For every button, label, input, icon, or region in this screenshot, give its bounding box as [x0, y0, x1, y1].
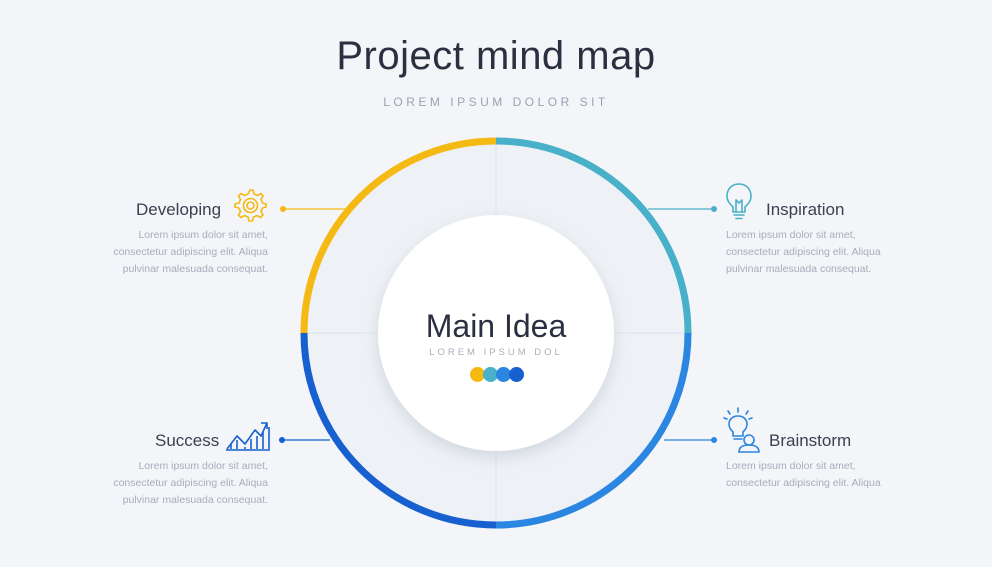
growth-chart-icon — [226, 422, 270, 451]
lightbulb-icon — [726, 183, 752, 220]
center-dot — [509, 367, 524, 382]
center-circle — [378, 215, 614, 451]
center-dot — [483, 367, 498, 382]
ring-segment-success — [300, 332, 497, 529]
node-text-success: Lorem ipsum dolor sit amet, consectetur … — [113, 460, 268, 506]
node-text-brainstorm: Lorem ipsum dolor sit amet, consectetur … — [726, 460, 881, 489]
connector-dot-inspiration — [711, 206, 717, 212]
node-title-brainstorm: Brainstorm — [769, 431, 852, 450]
person-idea-icon — [723, 407, 760, 453]
connector-dot-brainstorm — [711, 437, 717, 443]
center-dot — [496, 367, 511, 382]
center-dots — [470, 367, 526, 382]
node-title-developing: Developing — [136, 200, 222, 219]
page-subtitle: LOREM IPSUM DOLOR SIT — [383, 95, 609, 109]
connector-dot-success — [279, 437, 285, 443]
connector-dot-developing — [280, 206, 286, 212]
center-dot — [470, 367, 485, 382]
node-title-inspiration: Inspiration — [766, 200, 845, 219]
ring-segment-brainstorm — [495, 332, 692, 529]
node-title-success: Success — [155, 431, 220, 450]
page-title: Project mind map — [336, 34, 656, 78]
center-subtitle: LOREM IPSUM DOL — [429, 347, 563, 358]
node-text-inspiration: Lorem ipsum dolor sit amet, consectetur … — [726, 229, 881, 275]
ring-segment-developing — [300, 137, 497, 334]
center-title: Main Idea — [425, 308, 567, 344]
ring-segment-inspiration — [495, 137, 692, 334]
node-text-developing: Lorem ipsum dolor sit amet, consectetur … — [113, 229, 268, 275]
gear-icon — [234, 189, 267, 222]
